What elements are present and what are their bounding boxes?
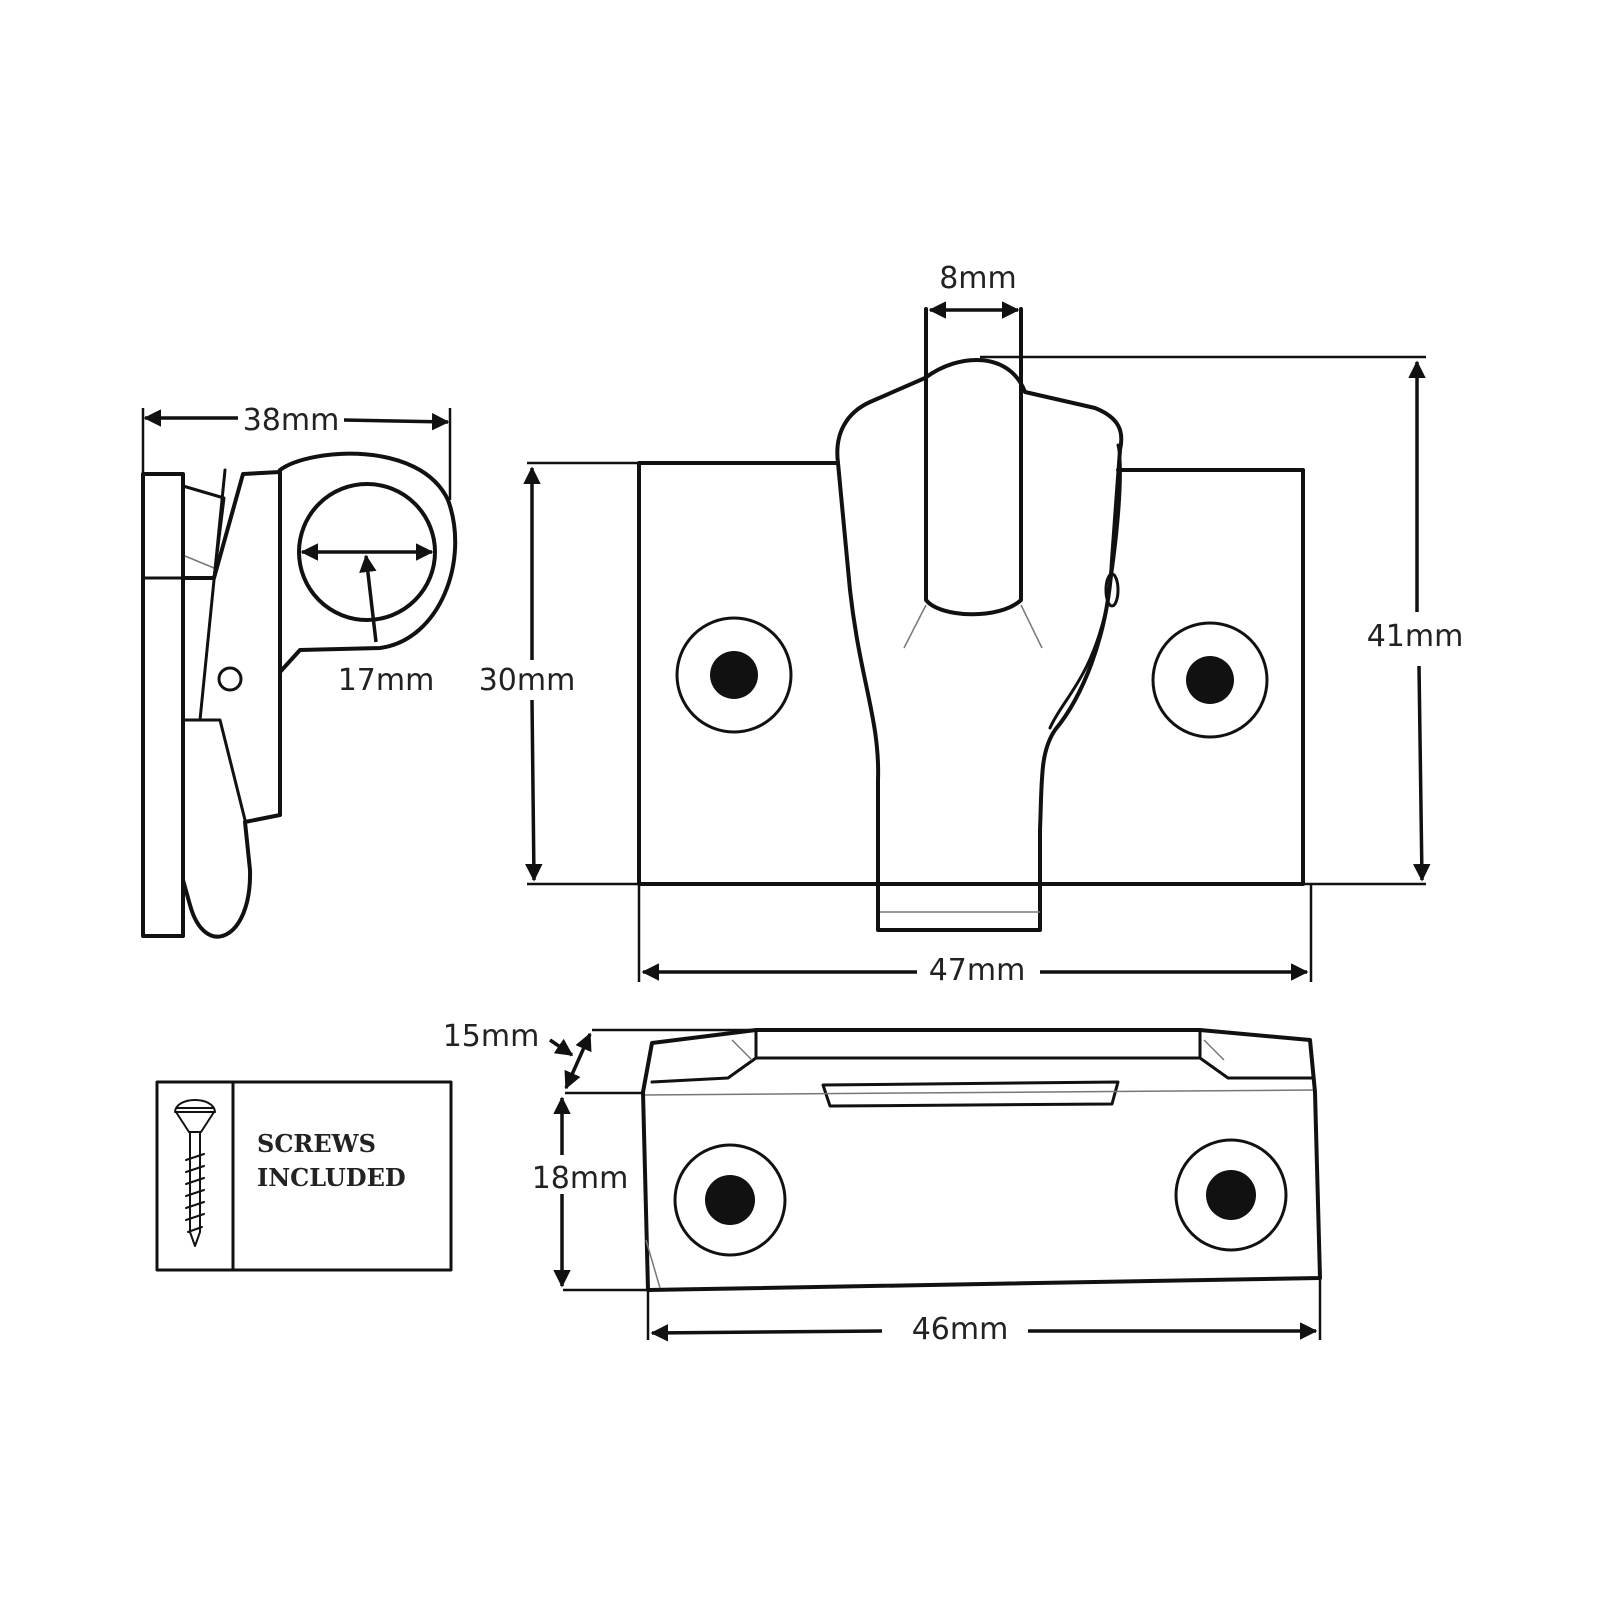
dim-label-30mm: 30mm bbox=[479, 663, 576, 698]
dim-41-arrow-bottom bbox=[1413, 665, 1431, 882]
screws-text-line1: SCREWS bbox=[257, 1129, 376, 1158]
dim-label-15mm: 15mm bbox=[443, 1019, 540, 1054]
screws-text-line2: INCLUDED bbox=[257, 1163, 406, 1192]
front-lever-body bbox=[835, 358, 1124, 932]
keep-view bbox=[641, 1028, 1322, 1292]
side-view bbox=[141, 451, 458, 939]
side-ring-hole bbox=[297, 482, 437, 622]
front-view bbox=[637, 307, 1305, 932]
keep-top-lip bbox=[641, 1028, 1317, 1094]
dim-label-18mm: 18mm bbox=[532, 1161, 629, 1196]
dim-30-arrow-bottom bbox=[525, 699, 543, 882]
side-pivot-pin bbox=[217, 666, 243, 692]
side-back-plate bbox=[141, 472, 185, 938]
dim-label-8mm: 8mm bbox=[939, 261, 1017, 296]
front-screw-hole-right-ring bbox=[1151, 621, 1269, 739]
keep-screw-hole-right-ring bbox=[1174, 1138, 1288, 1252]
keep-screw-hole-left-ring bbox=[673, 1143, 787, 1257]
front-side-pin bbox=[1104, 572, 1120, 608]
side-lever-arm bbox=[181, 470, 282, 939]
dim-label-17mm: 17mm bbox=[338, 663, 435, 698]
front-dimensions: 8mm 41mm 30mm 47mm bbox=[479, 261, 1464, 988]
keep-screw-hole-left bbox=[705, 1175, 755, 1225]
screws-box-frame bbox=[155, 1080, 453, 1272]
dim-label-47mm: 47mm bbox=[929, 953, 1026, 988]
wood-screw-icon bbox=[174, 1099, 216, 1247]
dim-46-arrow-left bbox=[650, 1324, 883, 1342]
keep-slot bbox=[821, 1080, 1120, 1108]
front-screw-hole-left-ring bbox=[675, 616, 793, 734]
dim-label-38mm: 38mm bbox=[243, 403, 340, 438]
keep-body bbox=[641, 1090, 1322, 1292]
screws-included-box: SCREWS INCLUDED bbox=[155, 1080, 453, 1272]
front-base-plate bbox=[637, 461, 1305, 886]
keep-dimensions: 15mm 18mm 46mm bbox=[443, 1019, 1322, 1347]
dim-15-arrow bbox=[564, 1032, 592, 1090]
front-tongue bbox=[924, 307, 1023, 617]
side-dimensions: 38mm 17mm bbox=[141, 403, 452, 698]
dim-38-right-arrow bbox=[343, 412, 450, 431]
dim-17-leader bbox=[359, 554, 378, 643]
dim-label-41mm: 41mm bbox=[1367, 619, 1464, 654]
side-ring-body bbox=[278, 451, 458, 674]
keep-screw-hole-right bbox=[1206, 1170, 1256, 1220]
front-screw-hole-left bbox=[710, 651, 758, 699]
dim-label-46mm: 46mm bbox=[912, 1312, 1009, 1347]
dim-15-leader bbox=[549, 1038, 574, 1057]
front-screw-hole-right bbox=[1186, 656, 1234, 704]
